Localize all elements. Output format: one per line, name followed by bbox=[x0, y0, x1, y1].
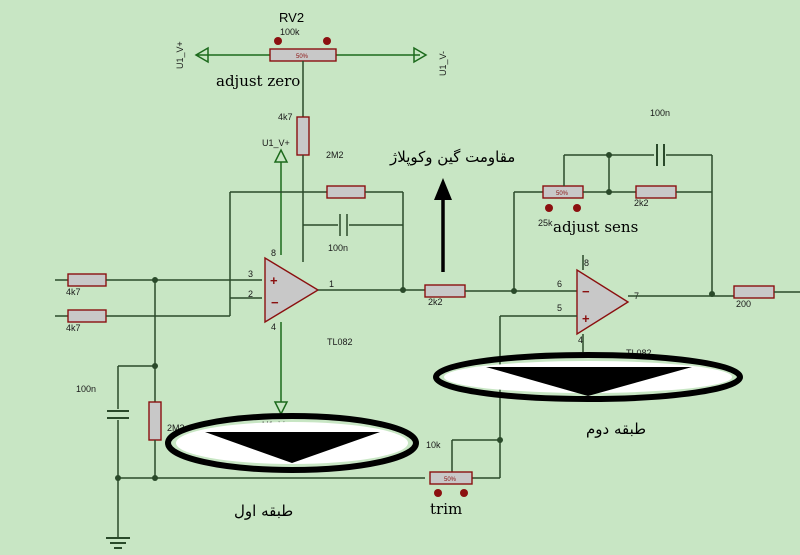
resistor-coupling bbox=[424, 284, 466, 298]
opamp1-pin1: 1 bbox=[329, 279, 334, 289]
junction-out1 bbox=[400, 287, 406, 293]
junction-out2 bbox=[709, 291, 715, 297]
cap2-label: 100n bbox=[650, 108, 670, 118]
rv2-name: RV2 bbox=[279, 10, 304, 25]
trim-potentiometer bbox=[429, 471, 473, 485]
opamp1-minus: − bbox=[271, 295, 279, 310]
opamp2-pin6: 6 bbox=[557, 279, 562, 289]
gain-coupling-label: مقاومت گین وکوپلاژ bbox=[389, 148, 515, 167]
resistor-in-bottom-label: 4k7 bbox=[66, 323, 81, 333]
resistor-in-top-label: 4k7 bbox=[66, 287, 81, 297]
resistor-fb2 bbox=[635, 185, 677, 199]
resistor-coupling-label: 2k2 bbox=[428, 297, 443, 307]
resistor-bias-label: 2M2 bbox=[167, 423, 185, 433]
rail-arrow-right bbox=[413, 46, 428, 64]
resistor-feedback bbox=[326, 185, 366, 199]
opamp1-pin8: 8 bbox=[271, 248, 276, 258]
opamp2 bbox=[576, 268, 630, 336]
stage2-label: طبقه دوم bbox=[586, 420, 646, 438]
resistor-bias bbox=[148, 401, 162, 441]
opamp2-minus: − bbox=[582, 284, 590, 299]
sens-pot-value: 25k bbox=[538, 218, 553, 228]
opamp1-pin2: 2 bbox=[248, 289, 253, 299]
rv2-pin-dot-right bbox=[323, 37, 331, 45]
resistor-fb2-label: 2k2 bbox=[634, 198, 649, 208]
gain-arrow-head bbox=[434, 178, 452, 200]
rail-arrow-left bbox=[194, 46, 209, 64]
cap-bias-label: 100n bbox=[76, 384, 96, 394]
vplus-arrow bbox=[273, 148, 289, 163]
resistor-zero bbox=[296, 116, 310, 156]
rv2-pot-group: U1_V+ U1_V- 50% RV2 100k adjust zero bbox=[175, 10, 448, 117]
trim-label: trim bbox=[430, 500, 462, 518]
resistor-in-bottom bbox=[67, 309, 107, 323]
sens-pin-dot-left bbox=[545, 204, 553, 212]
adjust-zero-label: adjust zero bbox=[216, 72, 300, 90]
adjust-sens-label: adjust sens bbox=[553, 218, 638, 236]
sens-pot-setting: 50% bbox=[556, 191, 569, 197]
sens-pin-dot-right bbox=[573, 204, 581, 212]
opamp1-pin4: 4 bbox=[271, 322, 276, 332]
resistor-zero-label: 4k7 bbox=[278, 112, 293, 122]
rail-label-right: U1_V- bbox=[438, 51, 448, 76]
rail-label-left: U1_V+ bbox=[175, 41, 185, 69]
resistor-in-top bbox=[67, 273, 107, 287]
stage1-annotation: طبقه اول bbox=[165, 413, 419, 520]
opamp2-pin8: 8 bbox=[584, 258, 589, 268]
u1-vplus-label: U1_V+ bbox=[262, 138, 290, 148]
stage1-label: طبقه اول bbox=[234, 502, 293, 520]
stage1-ellipse bbox=[165, 413, 419, 473]
trim-pin-dot-right bbox=[460, 489, 468, 497]
stage2-ellipse bbox=[433, 352, 743, 402]
opamp2-pin4: 4 bbox=[578, 335, 583, 345]
resistor-feedback-label: 2M2 bbox=[326, 150, 344, 160]
cap-feedback-label: 100n bbox=[328, 243, 348, 253]
rv2-setting: 50% bbox=[296, 54, 309, 60]
opamp2-pin5: 5 bbox=[557, 303, 562, 313]
trim-pin-dot-left bbox=[434, 489, 442, 497]
trim-pot-setting: 50% bbox=[444, 477, 457, 483]
opamp2-part: TL082 bbox=[626, 348, 652, 358]
resistor-out-label: 200 bbox=[736, 299, 751, 309]
opamp1 bbox=[264, 256, 320, 324]
opamp2-plus: + bbox=[582, 311, 590, 326]
rv2-pin-dot-left bbox=[274, 37, 282, 45]
rv2-value: 100k bbox=[280, 27, 300, 37]
stage1-chevron bbox=[205, 432, 380, 463]
stage2-chevron bbox=[486, 367, 692, 396]
resistor-out bbox=[733, 285, 775, 299]
vminus-arrow bbox=[273, 401, 289, 416]
opamp1-plus: + bbox=[270, 273, 278, 288]
stage2-annotation: طبقه دوم bbox=[433, 352, 743, 438]
trim-pot-value: 10k bbox=[426, 440, 441, 450]
opamp1-part: TL082 bbox=[327, 337, 353, 347]
opamp1-pin3: 3 bbox=[248, 269, 253, 279]
